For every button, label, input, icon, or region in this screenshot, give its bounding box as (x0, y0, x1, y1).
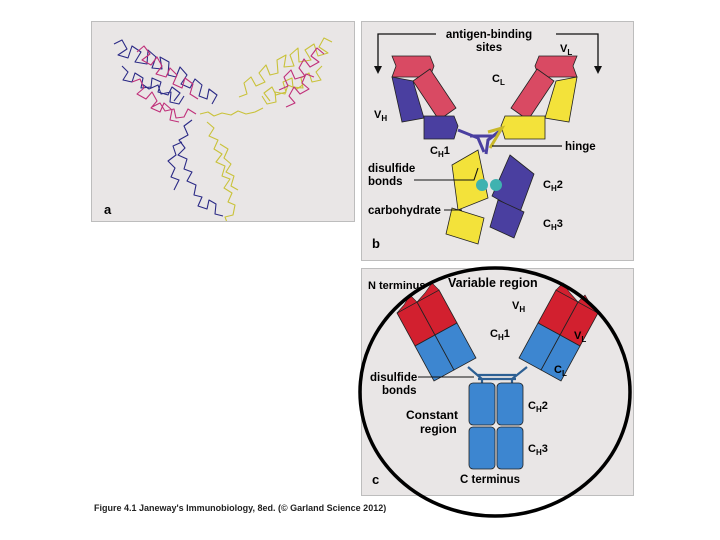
constant-region-label-line1: Constant (406, 408, 458, 422)
ribbon-structure-drawing (113, 37, 333, 228)
ch2-label: CH2 (528, 400, 548, 414)
n-terminus-label: N terminus (368, 280, 425, 292)
cl-label: CL (492, 73, 505, 87)
disulfide-label-line1: disulfide (368, 163, 415, 175)
domain-schematic-drawing: antigen-binding sites VL CL VH CH1 hinge… (368, 24, 602, 245)
vh-label: VH (374, 109, 387, 123)
stem-navy-trace (167, 119, 224, 217)
right-ch3-domain (489, 199, 525, 239)
vh-label: VH (512, 300, 525, 314)
left-arm-magenta-trace (131, 45, 199, 123)
hinge-yellow-strand (487, 125, 506, 149)
panel-b-label: b (372, 236, 380, 251)
hinge-label: hinge (565, 141, 596, 153)
left-ch3-domain (468, 426, 496, 470)
panel-b-domain-schematic: antigen-binding sites VL CL VH CH1 hinge… (361, 21, 634, 261)
right-ch2-domain (496, 382, 524, 426)
left-ch1-domain (423, 115, 459, 140)
vl-label: VL (560, 43, 572, 57)
disulfide-pointer-line (414, 167, 479, 181)
hinge-trace (199, 107, 264, 117)
simplified-schematic-drawing: N terminus Variable region VH CH1 VL CL … (368, 276, 599, 486)
hinge-strands (457, 128, 502, 155)
panel-a-ribbon-structure: a (91, 21, 355, 228)
stem-yellow-trace (206, 121, 239, 228)
right-arm-magenta-trace (278, 47, 325, 108)
right-arm-yellow-trace (238, 37, 333, 105)
left-ch2-domain (468, 382, 496, 426)
right-ch3-domain (496, 426, 524, 470)
left-arm-navy-trace (113, 39, 218, 105)
panel-c-label: c (372, 472, 380, 487)
label-backdrop (436, 24, 556, 54)
bracket-arrow-right (594, 66, 602, 74)
c-terminus-label: C terminus (460, 474, 520, 486)
figure-caption: Figure 4.1 Janeway's Immunobiology, 8ed.… (94, 503, 387, 513)
antigen-binding-label-line1: antigen-binding (446, 29, 532, 41)
hinge-strands (467, 366, 528, 385)
antigen-binding-label-line2: sites (476, 42, 502, 54)
disulfide-label-line2: bonds (382, 385, 417, 397)
ch3-label: CH3 (543, 218, 563, 232)
variable-region-label: Variable region (448, 276, 538, 290)
carbohydrate-left (476, 179, 488, 191)
ch1-label: CH1 (490, 328, 510, 342)
left-ch3-domain (445, 207, 485, 245)
constant-region-label-line2: region (420, 422, 457, 436)
ch2-label: CH2 (543, 179, 563, 193)
carbohydrate-label: carbohydrate (368, 205, 441, 217)
right-ch1-domain (500, 115, 546, 140)
panel-a-label: a (104, 202, 112, 217)
bracket-arrow-left (374, 66, 382, 74)
disulfide-label-line2: bonds (368, 176, 403, 188)
carbohydrate-right (490, 179, 502, 191)
ch3-label: CH3 (528, 443, 548, 457)
disulfide-label-line1: disulfide (370, 372, 417, 384)
ch1-label: CH1 (430, 145, 450, 159)
panel-c-simplified-schematic: N terminus Variable region VH CH1 VL CL … (361, 268, 634, 496)
